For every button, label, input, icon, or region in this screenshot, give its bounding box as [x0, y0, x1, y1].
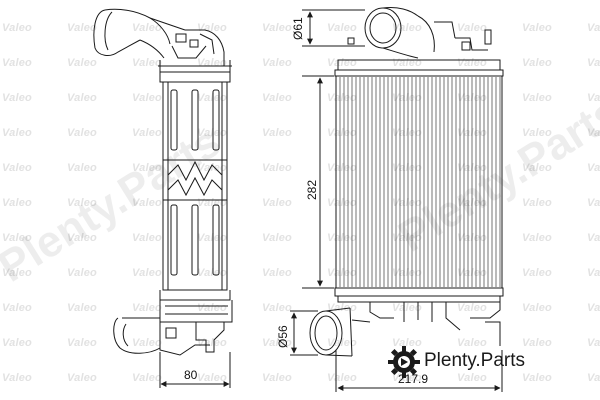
- front-view: [290, 7, 504, 392]
- front-inlet-pipe: [347, 7, 492, 59]
- side-outlet-hose: [113, 317, 225, 356]
- side-width-dimension: [159, 352, 231, 388]
- height-label: 282: [305, 179, 319, 200]
- front-bottom-brackets: [369, 302, 501, 346]
- outlet-diameter-dimension: [290, 310, 318, 356]
- side-view: [93, 8, 233, 388]
- side-core-slots: [170, 89, 220, 276]
- gear-icon: [388, 346, 420, 378]
- inlet-diameter-dimension: [302, 9, 365, 47]
- front-core-fins: [339, 77, 501, 287]
- side-center-clip: [167, 160, 223, 182]
- side-inlet-hose: [93, 8, 232, 73]
- side-width-label: 80: [184, 368, 198, 382]
- height-dimension: [302, 75, 334, 289]
- logo-text: Plenty.Parts: [424, 350, 526, 371]
- front-core-outline: [335, 75, 503, 289]
- inlet-diameter-label: Ø61: [291, 17, 305, 40]
- outlet-diameter-label: Ø56: [276, 325, 290, 348]
- front-outlet-pipe: [309, 307, 371, 357]
- plenty-parts-logo: Plenty.Parts: [386, 344, 586, 380]
- side-core-outline: [162, 81, 228, 291]
- front-width-dimension: [335, 350, 503, 392]
